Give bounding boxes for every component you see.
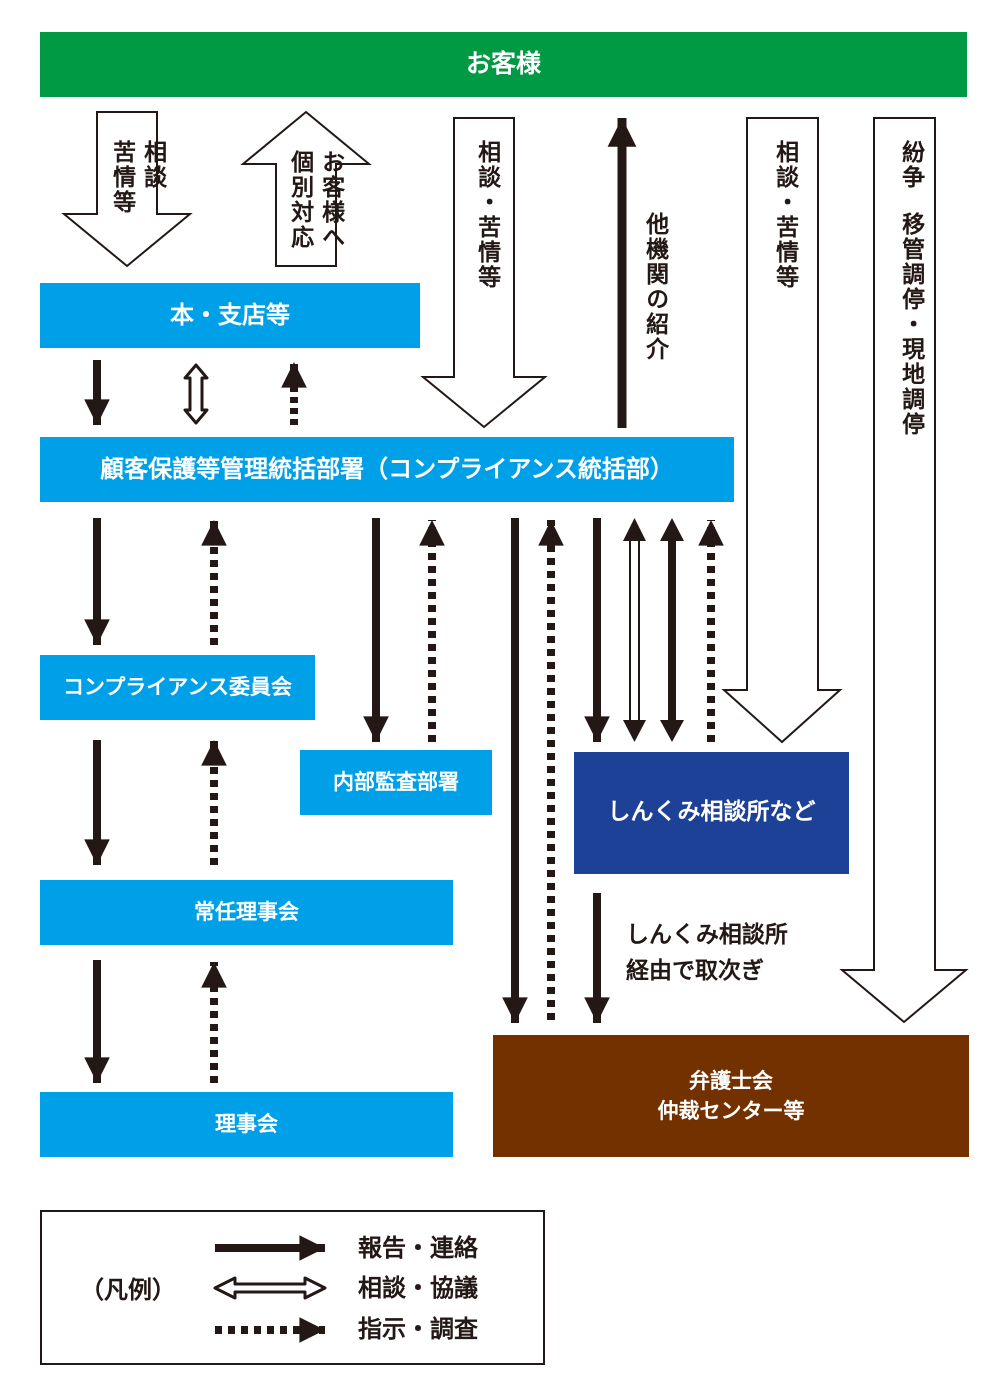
shinkumi-label: しんくみ相談所など [607,799,816,826]
arrow-branch-consult [183,363,209,425]
compliance-committee-label: コンプライアンス委員会 [62,675,293,700]
compliance-hq-label: 顧客保護等管理統括部署（コンプライアンス統括部） [100,455,674,484]
label-individual-b: 個別対応 [286,150,313,250]
hollow-arrow-consult-complaint [420,117,548,429]
customer-box: お客様 [40,32,967,97]
legend-report-label: 報告・連絡 [358,1234,478,1262]
label-consult-complaint-2: 相談・苦情等 [771,140,798,290]
arrow-hq-shinkumi-consult-head-bottom [623,720,646,742]
legend-consult-label: 相談・協議 [358,1274,478,1302]
label-dispute-a: 紛争 [897,140,924,190]
compliance-hq-box: 顧客保護等管理統括部署（コンプライアンス統括部） [40,437,734,502]
label-dispute-b: 移管調停・現地調停 [897,212,924,437]
via-line1: しんくみ相談所 [626,922,788,948]
internal-audit-label: 内部監査部署 [333,770,459,795]
board-box: 理事会 [40,1092,453,1157]
label-consult-a: 相談 [139,140,166,190]
label-consult-b: 苦情等 [108,140,135,215]
via-line2: 経由で取次ぎ [626,957,764,984]
legend [40,1210,545,1365]
label-individual-a: お客様へ [317,150,344,250]
hollow-arrow-dispute [839,117,969,1024]
bar-association-box: 弁護士会 仲裁センター等 [493,1035,969,1157]
board-label: 理事会 [215,1112,278,1137]
legend-title: （凡例） [80,1276,176,1304]
via-shinkumi-label: しんくみ相談所 経由で取次ぎ [626,918,788,989]
standing-board-label: 常任理事会 [194,900,299,925]
internal-audit-box: 内部監査部署 [300,750,492,815]
arrow-hq-shinkumi-bidirectional-head-top [660,518,684,541]
legend-consult-arrow [213,1276,327,1300]
label-referral: 他機関の紹介 [641,212,668,362]
branch-label: 本・支店等 [170,301,290,330]
legend-instruct-label: 指示・調査 [358,1315,478,1343]
hollow-arrow-individual-up [240,110,372,267]
arrow-hq-shinkumi-consult-head-top [623,518,646,541]
arrow-hq-shinkumi-bidirectional-head-bottom [660,720,684,742]
bar-association-line2: 仲裁センター等 [657,1099,805,1123]
shinkumi-box: しんくみ相談所など [574,752,849,874]
compliance-committee-box: コンプライアンス委員会 [40,655,315,720]
hollow-arrow-consult-down [61,111,193,268]
standing-board-box: 常任理事会 [40,880,453,945]
branch-box: 本・支店等 [40,283,420,348]
hollow-arrow-consult-complaint-2 [721,117,843,744]
label-consult-complaint: 相談・苦情等 [473,140,500,290]
customer-label: お客様 [465,49,541,79]
bar-association-line1: 弁護士会 [689,1068,773,1093]
